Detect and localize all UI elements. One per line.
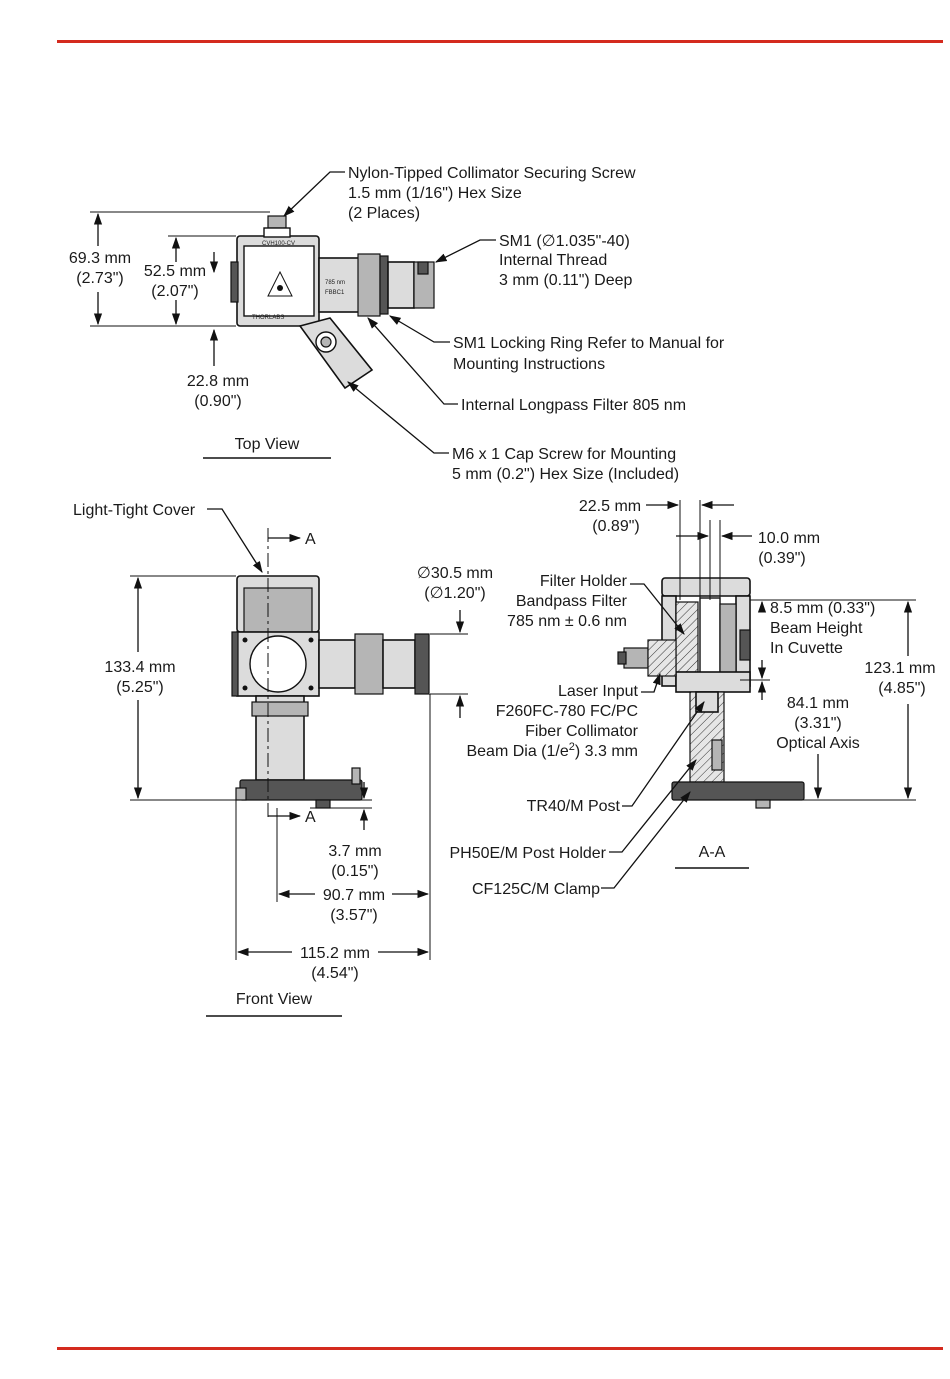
dim-133-4: 133.4 mm <box>104 659 175 676</box>
nylon-label-2: 1.5 mm (1/16") Hex Size <box>348 185 522 202</box>
filter-805-label: Internal Longpass Filter 805 nm <box>461 397 686 414</box>
top-view-dimensions <box>90 171 496 459</box>
ring-label-1: SM1 Locking Ring Refer to Manual for <box>453 335 725 352</box>
optical-axis-label-1: 84.1 mm <box>787 695 849 712</box>
dim-22-5-in: (0.89") <box>592 518 639 535</box>
nylon-label-3: (2 Places) <box>348 205 420 222</box>
dim-115-2-in: (4.54") <box>311 965 358 982</box>
ring-label-2: Mounting Instructions <box>453 356 605 373</box>
dim-69-3: 69.3 mm <box>69 250 131 267</box>
laser-input-label-2: F260FC-780 FC/PC <box>496 703 638 720</box>
section-view-title: A-A <box>699 844 726 861</box>
m6-label-1: M6 x 1 Cap Screw for Mounting <box>452 446 676 463</box>
laser-input-label-4: Beam Dia (1/e2) 3.3 mm <box>466 741 638 760</box>
top-view-drawing <box>230 215 435 390</box>
filter-holder-label-3: 785 nm ± 0.6 nm <box>507 613 627 630</box>
filter-holder-label-2: Bandpass Filter <box>516 593 628 610</box>
sm1-label-1: SM1 (∅1.035"-40) <box>499 233 630 250</box>
laser-input-label-3: Fiber Collimator <box>525 723 639 740</box>
top-side-text-2: FBBC1 <box>325 290 345 296</box>
front-view-drawing <box>231 575 430 809</box>
dim-3-7-in: (0.15") <box>331 863 378 880</box>
dim-22-8-in: (0.90") <box>194 393 241 410</box>
bottom-rule <box>57 1347 943 1350</box>
dim-123-1-in: (4.85") <box>878 680 925 697</box>
cover-label: Light-Tight Cover <box>73 502 196 519</box>
dim-22-8: 22.8 mm <box>187 373 249 390</box>
section-view-dimensions <box>601 500 916 889</box>
m6-label-2: 5 mm (0.2") Hex Size (Included) <box>452 466 679 483</box>
optical-axis-label-2: (3.31") <box>794 715 841 732</box>
dim-133-4-in: (5.25") <box>116 679 163 696</box>
top-part-number: CVH100-CV <box>262 241 295 247</box>
dim-90-7: 90.7 mm <box>323 887 385 904</box>
top-side-text-1: 785 nm <box>325 280 345 286</box>
clamp-label: CF125C/M Clamp <box>472 881 600 898</box>
dim-3-7: 3.7 mm <box>328 843 381 860</box>
top-brand: THORLABS <box>252 315 284 321</box>
beam-height-label-1: 8.5 mm (0.33") <box>770 600 875 617</box>
dim-90-7-in: (3.57") <box>330 907 377 924</box>
front-view-title: Front View <box>236 991 313 1008</box>
dim-123-1: 123.1 mm <box>864 660 935 677</box>
beam-height-label-3: In Cuvette <box>770 640 843 657</box>
dim-22-5: 22.5 mm <box>579 498 641 515</box>
dim-30-5: ∅30.5 mm <box>417 565 493 582</box>
sm1-label-3: 3 mm (0.11") Deep <box>499 272 633 289</box>
dim-10-0: 10.0 mm <box>758 530 820 547</box>
dim-52-5: 52.5 mm <box>144 263 206 280</box>
post-holder-label: PH50E/M Post Holder <box>449 845 606 862</box>
dim-10-0-in: (0.39") <box>758 550 805 567</box>
section-mark-bottom: A <box>305 809 316 826</box>
optical-axis-label-3: Optical Axis <box>776 735 860 752</box>
dim-30-5-in: (∅1.20") <box>424 585 485 602</box>
sm1-label-2: Internal Thread <box>499 252 607 269</box>
post-label: TR40/M Post <box>527 798 621 815</box>
laser-input-label-1: Laser Input <box>558 683 639 700</box>
top-rule <box>57 40 943 43</box>
nylon-label-1: Nylon-Tipped Collimator Securing Screw <box>348 165 636 182</box>
dim-69-3-in: (2.73") <box>76 270 123 287</box>
section-view-drawing <box>617 577 805 809</box>
top-view-title: Top View <box>235 436 300 453</box>
beam-height-label-2: Beam Height <box>770 620 863 637</box>
section-mark-top: A <box>305 531 316 548</box>
dim-115-2: 115.2 mm <box>300 945 370 962</box>
dim-52-5-in: (2.07") <box>151 283 198 300</box>
filter-holder-label-1: Filter Holder <box>540 573 628 590</box>
front-view-dimensions <box>130 508 468 1017</box>
